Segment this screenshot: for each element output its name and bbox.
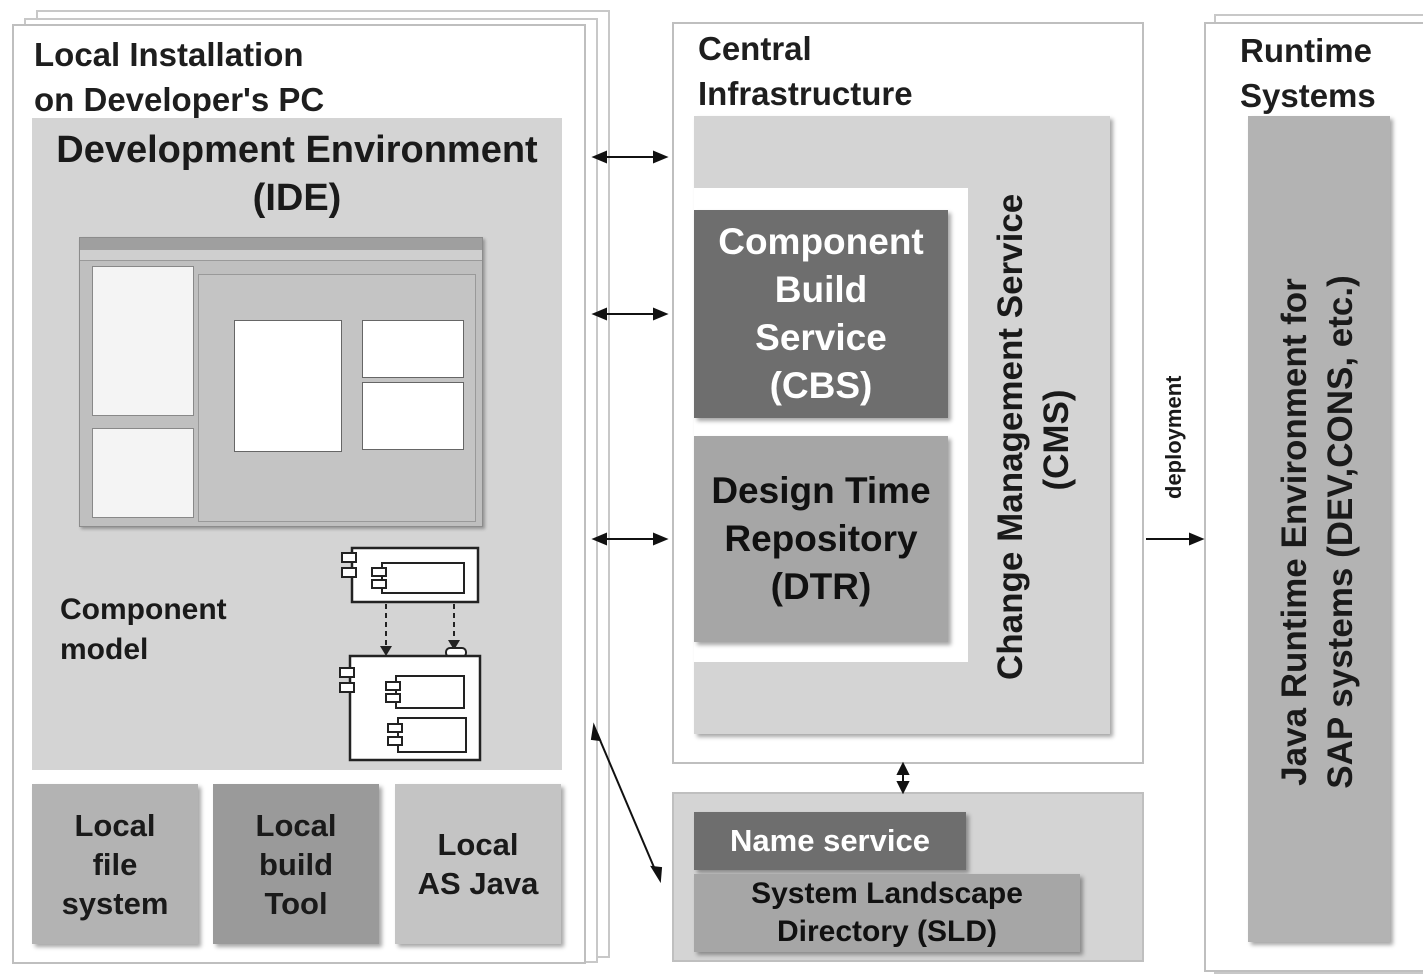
ide-navigator-pane	[92, 266, 194, 416]
central-infrastructure-title: Central Infrastructure	[698, 30, 913, 112]
cbs-box: Component Build Service (CBS)	[694, 210, 948, 418]
local-installation-title: Local Installation on Developer's PC	[34, 36, 325, 118]
local-as-java-box: Local AS Java	[395, 784, 561, 944]
ide-screenshot	[79, 237, 483, 527]
ide-diagram-box-1	[234, 320, 342, 452]
ide-outline-pane	[92, 428, 194, 518]
local-file-system-box: Local file system	[32, 784, 198, 944]
ide-toolbar	[80, 250, 482, 261]
runtime-systems-title: Runtime Systems	[1240, 32, 1376, 114]
java-runtime-box	[1248, 116, 1390, 942]
ide-diagram-box-2	[362, 320, 464, 378]
component-model-label: Component model	[60, 593, 227, 666]
ide-diagram-box-3	[362, 382, 464, 450]
dtr-box: Design Time Repository (DTR)	[694, 436, 948, 642]
ide-title: Development Environment (IDE)	[56, 129, 538, 219]
ide-menubar	[80, 238, 482, 250]
local-build-tool-box: Local build Tool	[213, 784, 379, 944]
sld-box: System Landscape Directory (SLD)	[694, 874, 1080, 952]
name-service-box: Name service	[694, 812, 966, 870]
